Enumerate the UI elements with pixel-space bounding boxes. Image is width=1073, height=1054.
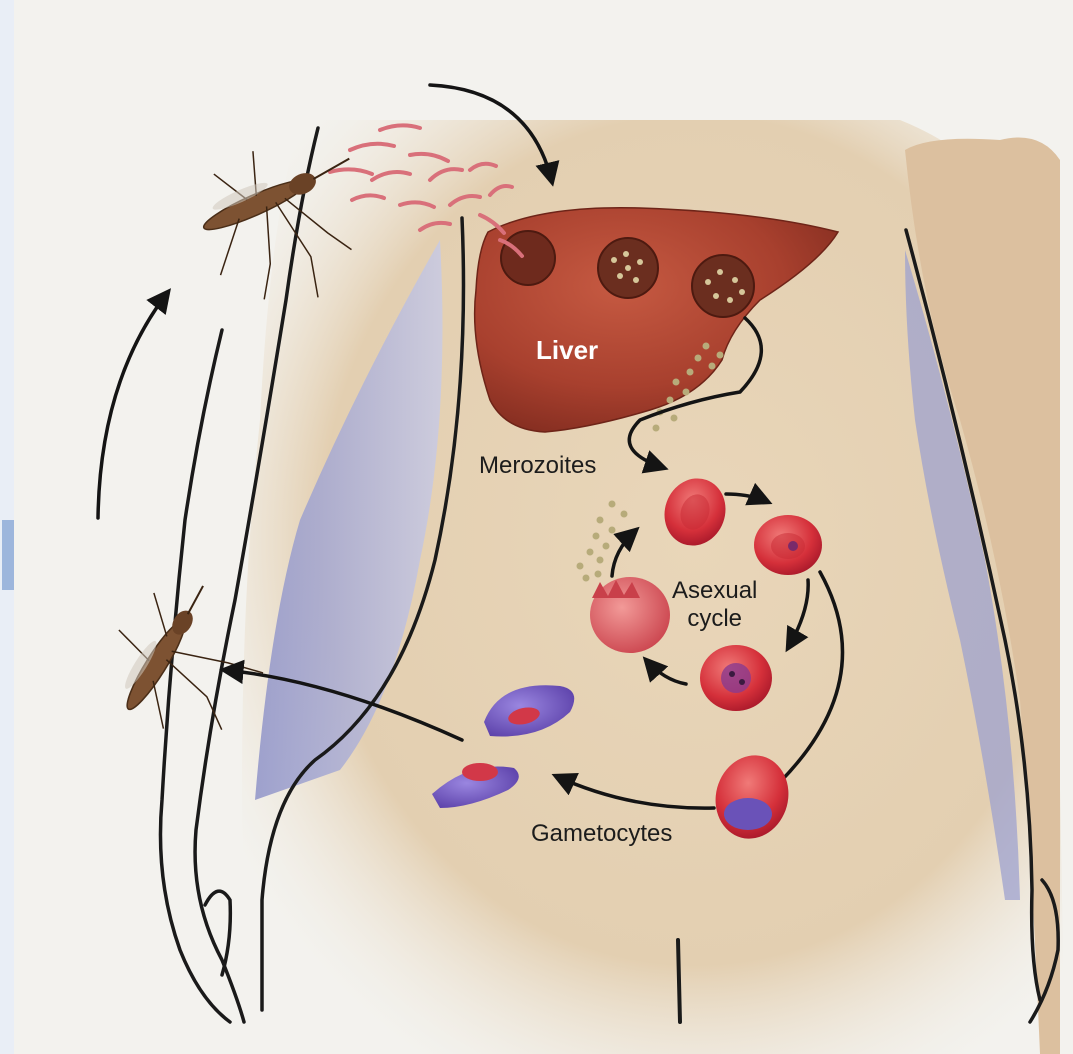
asexual-cycle-label-line2: cycle: [672, 605, 757, 633]
gametocytes-label: Gametocytes: [531, 820, 672, 848]
liver-cell-3: [692, 255, 754, 317]
red-blood-cell: [754, 515, 822, 575]
navel-line: [678, 940, 680, 1022]
asexual-cycle-label-line1: Asexual: [672, 577, 757, 605]
liver-cell-1: [501, 231, 555, 285]
edge-color-tab: [2, 520, 14, 590]
red-blood-cell: [700, 645, 772, 711]
merozoites-label: Merozoites: [479, 452, 596, 480]
bursting-red-blood-cell: [590, 577, 670, 653]
asexual-cycle-label: Asexual cycle: [672, 577, 757, 632]
liver-label: Liver: [536, 336, 598, 366]
